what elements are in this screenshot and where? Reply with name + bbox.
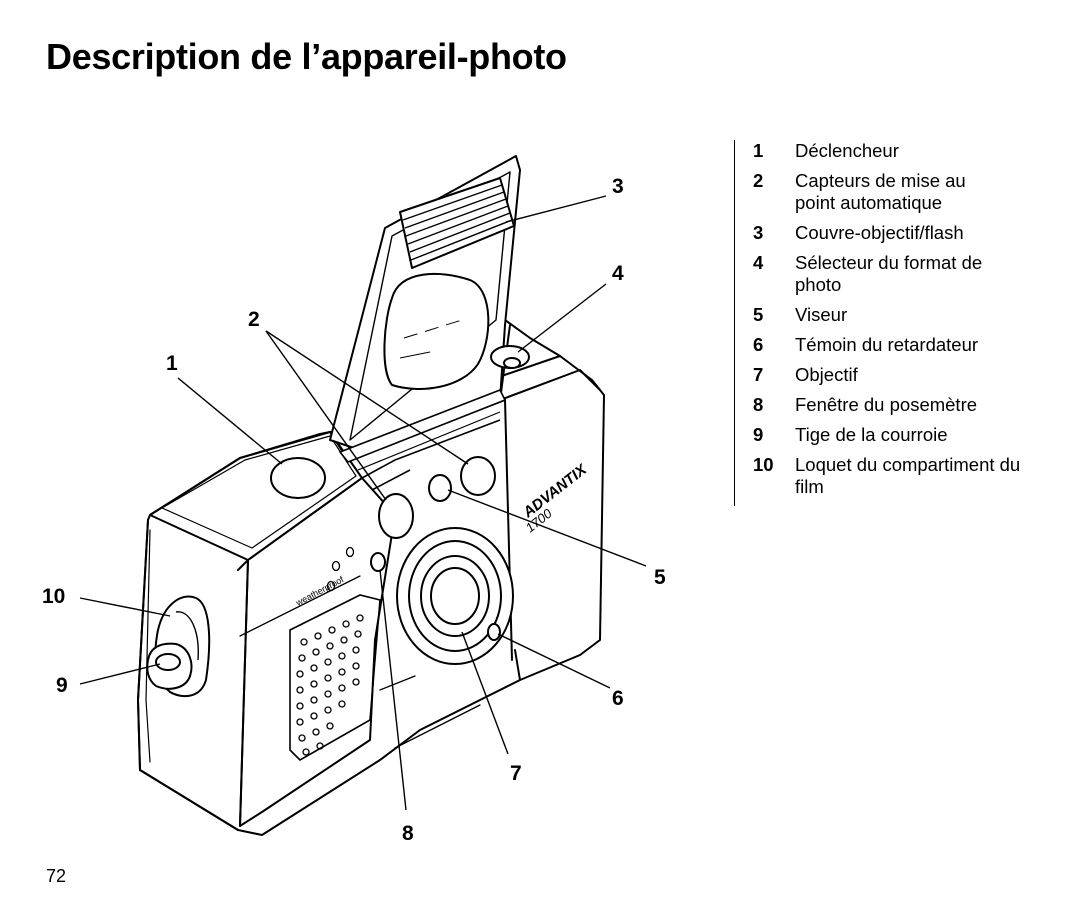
legend-number: 4 bbox=[753, 252, 764, 273]
callout-10: 10 bbox=[42, 585, 65, 608]
callout-7: 7 bbox=[510, 762, 522, 785]
legend-item: 2 Capteurs de mise au point automatique bbox=[753, 170, 1080, 214]
legend-item: 6 Témoin du retardateur bbox=[753, 334, 1080, 356]
legend-number: 8 bbox=[753, 394, 764, 415]
legend-number: 10 bbox=[753, 454, 774, 475]
shutter-button bbox=[270, 457, 326, 499]
legend-item: 4 Sélecteur du format de photo bbox=[753, 252, 1080, 296]
legend-number: 7 bbox=[753, 364, 764, 385]
callout-5: 5 bbox=[654, 566, 666, 589]
callout-1: 1 bbox=[166, 352, 178, 375]
legend-item: 7 Objectif bbox=[753, 364, 1080, 386]
page-title: Description de l’appareil-photo bbox=[46, 36, 567, 77]
legend-text: Capteurs de mise au point automatique bbox=[795, 170, 966, 213]
legend-item: 1 Déclencheur bbox=[753, 140, 1080, 162]
autofocus-sensors bbox=[378, 456, 496, 539]
legend-text: Couvre-objectif/flash bbox=[795, 222, 964, 243]
legend-item: 3 Couvre-objectif/flash bbox=[753, 222, 1080, 244]
callout-8: 8 bbox=[402, 822, 414, 845]
legend-item: 9 Tige de la courroie bbox=[753, 424, 1080, 446]
legend-number: 2 bbox=[753, 170, 764, 191]
lens bbox=[396, 527, 514, 665]
format-selector bbox=[490, 345, 530, 369]
parts-legend: 1 Déclencheur 2 Capteurs de mise au poin… bbox=[734, 140, 1080, 506]
legend-item: 10 Loquet du compartiment du film bbox=[753, 454, 1080, 498]
legend-number: 1 bbox=[753, 140, 764, 161]
callout-4: 4 bbox=[612, 262, 624, 285]
flash-window bbox=[399, 177, 515, 269]
viewfinder bbox=[428, 474, 452, 502]
legend-text: Objectif bbox=[795, 364, 858, 385]
legend-text: Loquet du compartiment du film bbox=[795, 454, 1021, 497]
light-meter-window bbox=[370, 552, 386, 572]
callout-labels: 1 2 3 4 5 6 7 8 9 10 bbox=[42, 175, 666, 845]
callout-3: 3 bbox=[612, 175, 624, 198]
legend-text: Témoin du retardateur bbox=[795, 334, 979, 355]
legend-text: Déclencheur bbox=[795, 140, 899, 161]
grip-dot-pattern bbox=[289, 546, 381, 761]
lens-cover-flash bbox=[329, 155, 521, 471]
leader-lines bbox=[79, 195, 647, 811]
legend-text: Sélecteur du format de photo bbox=[795, 252, 983, 295]
self-timer-lamp bbox=[487, 623, 501, 641]
legend-text: Tige de la courroie bbox=[795, 424, 948, 445]
legend-text: Fenêtre du posemètre bbox=[795, 394, 978, 415]
strap-post bbox=[146, 642, 193, 690]
legend-number: 9 bbox=[753, 424, 764, 445]
legend-item: 5 Viseur bbox=[753, 304, 1080, 326]
callout-9: 9 bbox=[56, 674, 68, 697]
legend-number: 6 bbox=[753, 334, 764, 355]
legend-text: Viseur bbox=[795, 304, 848, 325]
legend-number: 3 bbox=[753, 222, 764, 243]
legend-item: 8 Fenêtre du posemètre bbox=[753, 394, 1080, 416]
callout-6: 6 bbox=[612, 687, 624, 710]
legend-number: 5 bbox=[753, 304, 764, 325]
callout-2: 2 bbox=[248, 308, 260, 331]
page-number: 72 bbox=[46, 866, 67, 886]
